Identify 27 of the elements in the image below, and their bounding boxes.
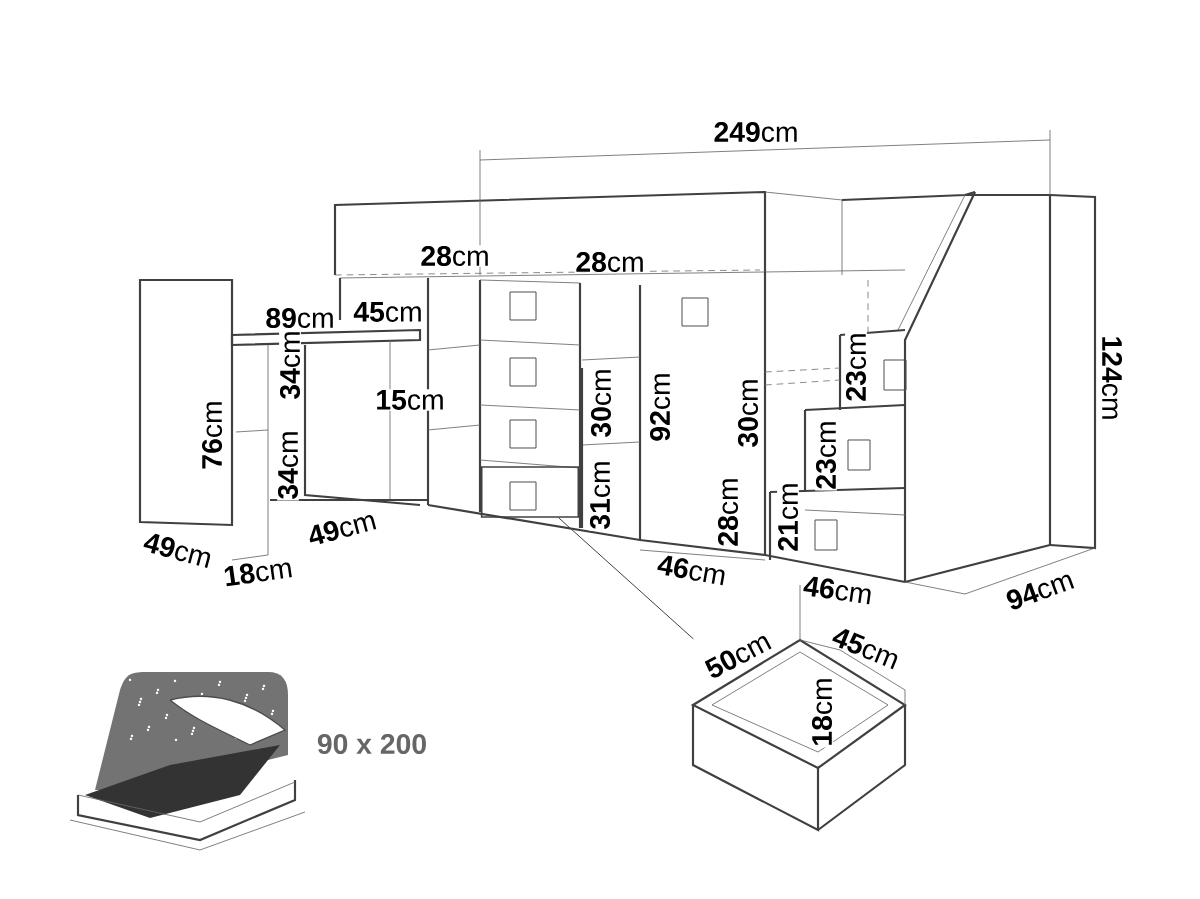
dimension-label: 30cm [737, 377, 759, 449]
dimension-label: 46cm [801, 574, 875, 606]
dimension-label: 89cm [264, 307, 336, 329]
dimension-label: 46cm [655, 553, 729, 587]
dimension-label: 92cm [649, 371, 671, 443]
leader-line [558, 517, 694, 640]
dimension-label: 76cm [201, 399, 223, 471]
dimension-label: 15cm [374, 389, 446, 411]
dimension-label: 28cm [419, 245, 491, 267]
dimension-label: 23cm [815, 419, 837, 491]
dimension-label: 124cm [1101, 334, 1123, 422]
dimension-label: 28cm [574, 251, 646, 273]
dimension-label: 45cm [352, 301, 424, 323]
dimension-label: 18cm [811, 676, 833, 748]
dimension-label: 90 x 200 [316, 733, 428, 755]
dimension-label: 49cm [140, 530, 216, 570]
dimension-label: 21cm [777, 481, 799, 553]
dimension-label: 249cm [712, 121, 800, 143]
dimension-label: 34cm [277, 429, 299, 501]
dimension-label: 30cm [590, 367, 612, 439]
dimension-label: 49cm [304, 508, 380, 548]
dimension-label: 31cm [589, 459, 611, 531]
dimension-label: 18cm [221, 556, 295, 588]
drawer-front [480, 466, 580, 518]
dimension-label: 28cm [717, 476, 739, 548]
dimension-label: 34cm [279, 329, 301, 401]
dimension-label: 23cm [845, 331, 867, 403]
